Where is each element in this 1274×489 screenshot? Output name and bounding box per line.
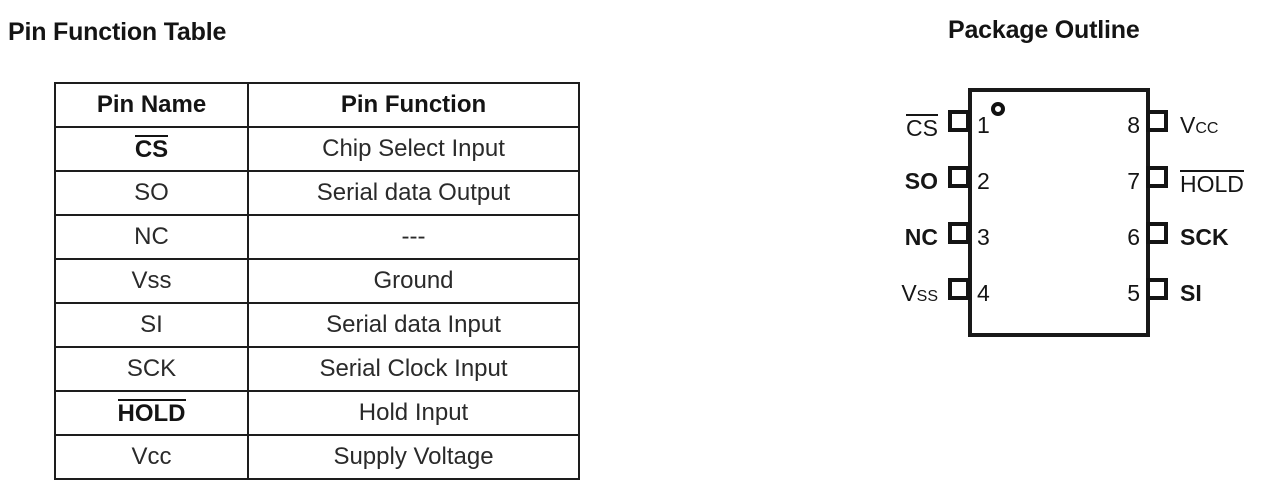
package-outline-diagram: 1 2 3 4 CS SO NC Vss 8 7 6 5 Vcc HOLD SC… <box>860 70 1260 370</box>
page-title-package-outline: Package Outline <box>948 16 1140 44</box>
cell-pin-name: Vcc <box>54 434 249 480</box>
cell-pin-name: SCK <box>54 346 249 392</box>
pin-label-vss: Vss <box>901 280 938 306</box>
pin-label-cs: CS <box>906 114 938 141</box>
cell-pin-name: Vss <box>54 258 249 304</box>
table-row: NC --- <box>54 214 580 260</box>
cell-pin-function: Supply Voltage <box>247 434 580 480</box>
pin-number-7: 7 <box>1127 168 1140 194</box>
pin-number-5: 5 <box>1127 280 1140 306</box>
pin-label-si: SI <box>1180 280 1202 306</box>
column-header-pin-name: Pin Name <box>54 82 249 128</box>
table-row: Vss Ground <box>54 258 580 304</box>
pin-number-4: 4 <box>977 280 990 306</box>
pin-number-8: 8 <box>1127 112 1140 138</box>
chip-body-outline <box>968 88 1150 337</box>
pin-number-6: 6 <box>1127 224 1140 250</box>
pin-pad-5 <box>1146 278 1168 300</box>
cell-pin-function: Serial data Input <box>247 302 580 348</box>
table-row: CS Chip Select Input <box>54 126 580 172</box>
table-row: SCK Serial Clock Input <box>54 346 580 392</box>
cell-pin-name: HOLD <box>54 390 249 436</box>
cell-pin-function: --- <box>247 214 580 260</box>
pin-name-vss: Vss <box>131 267 172 295</box>
cell-pin-name: SI <box>54 302 249 348</box>
pin-name-nc: NC <box>134 223 169 251</box>
cell-pin-name: SO <box>54 170 249 216</box>
table-row: HOLD Hold Input <box>54 390 580 436</box>
pin1-marker-circle-icon <box>991 102 1005 116</box>
cell-pin-function: Chip Select Input <box>247 126 580 172</box>
cell-pin-name: NC <box>54 214 249 260</box>
pin-label-so: SO <box>904 168 938 194</box>
pin-name-si: SI <box>140 311 163 339</box>
cell-pin-name: CS <box>54 126 249 172</box>
pin-pad-1 <box>948 110 970 132</box>
table-row: SO Serial data Output <box>54 170 580 216</box>
column-header-pin-function: Pin Function <box>247 82 580 128</box>
pin-name-hold: HOLD <box>117 399 186 428</box>
pin-number-2: 2 <box>977 168 990 194</box>
pin-pad-3 <box>948 222 970 244</box>
table-row: SI Serial data Input <box>54 302 580 348</box>
pin-label-sck: SCK <box>1180 224 1229 250</box>
cell-pin-function: Serial data Output <box>247 170 580 216</box>
pin-pad-6 <box>1146 222 1168 244</box>
pin-name-so: SO <box>134 179 169 207</box>
pin-number-1: 1 <box>977 112 990 138</box>
pin-name-cs: CS <box>134 135 169 164</box>
pin-label-nc: NC <box>904 224 938 250</box>
pin-pad-2 <box>948 166 970 188</box>
page-title-pin-function-table: Pin Function Table <box>8 18 227 46</box>
table-header-row: Pin Name Pin Function <box>54 82 580 128</box>
table-row: Vcc Supply Voltage <box>54 434 580 480</box>
pin-label-hold: HOLD <box>1180 170 1244 197</box>
pin-function-table: Pin Name Pin Function CS Chip Select Inp… <box>54 82 580 480</box>
pin-name-vcc: Vcc <box>131 443 172 471</box>
cell-pin-function: Serial Clock Input <box>247 346 580 392</box>
pin-pad-7 <box>1146 166 1168 188</box>
pin-label-vcc: Vcc <box>1180 112 1219 138</box>
cell-pin-function: Ground <box>247 258 580 304</box>
pin-pad-8 <box>1146 110 1168 132</box>
pin-name-sck: SCK <box>126 355 177 383</box>
cell-pin-function: Hold Input <box>247 390 580 436</box>
pin-number-3: 3 <box>977 224 990 250</box>
pin-pad-4 <box>948 278 970 300</box>
